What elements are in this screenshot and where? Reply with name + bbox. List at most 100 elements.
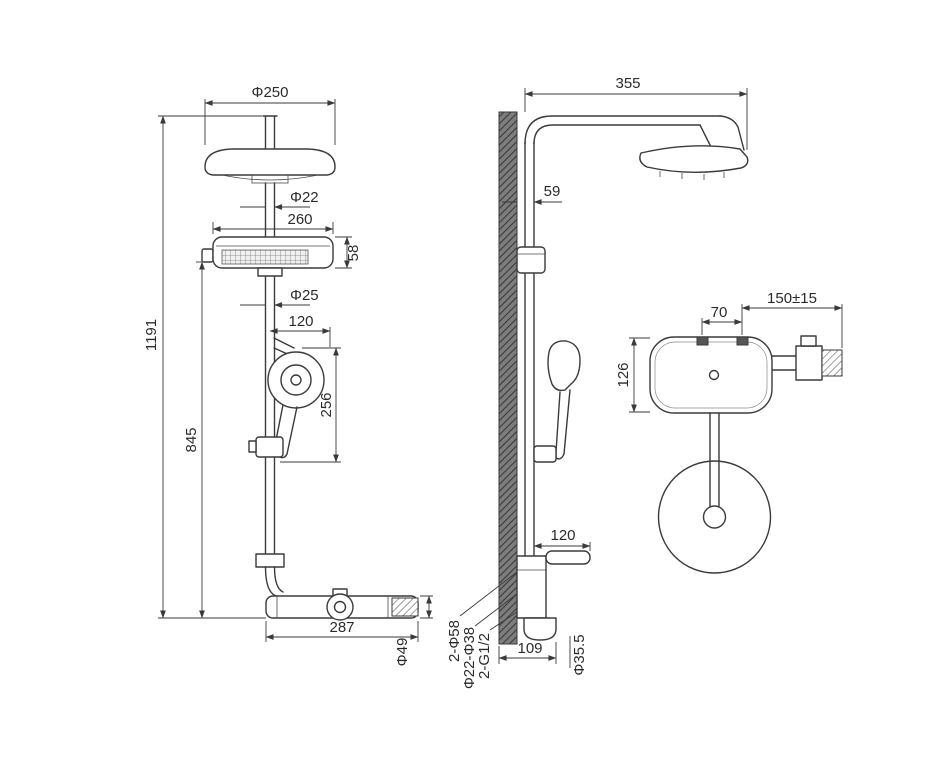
overhead-shower-top [657,412,772,574]
center-port [708,369,720,381]
shelf-front [201,236,334,277]
valve-body [795,345,823,381]
dim-shelf-height: 58 [335,236,362,269]
shelf-drain-grid [221,249,309,265]
dim-inlet-spacing: 70 [701,304,743,335]
dim-spout-diameter-side: Φ35.5 [569,634,588,676]
valve-circle-inner [333,600,347,614]
handset-handle-side [555,389,571,460]
mixer-lever [545,550,591,565]
dim-body-depth: 126 [615,337,650,413]
label-base-width: 287 [329,619,354,636]
elbow [264,566,284,597]
label-wall-clearance: 59 [544,183,561,200]
handset-head-outer [267,351,325,409]
label-slide-span: 256 [318,392,335,417]
dim-escutcheons: 2-Φ58 [446,571,518,662]
inlet-right [736,336,749,346]
head-stem [262,115,278,151]
label-body-depth: 126 [615,362,632,387]
dim-total-height: 1191 [143,115,266,619]
front-view: Φ250 1191 845 Φ22 260 58 Φ25 [143,84,433,666]
label-spout-diameter-side: Φ35.5 [571,634,588,675]
dim-lower-pipe-diameter: Φ25 [240,287,319,305]
dim-cover-range: Φ22-Φ38 [461,593,518,689]
valve-cap [800,335,817,347]
dim-thread-connections: 2-G1/2 [476,611,518,679]
arm-joint [699,115,745,151]
handset-head-center [290,374,302,386]
mixer-front [255,553,419,621]
label-shelf-width: 260 [287,211,312,228]
ext-lines [524,88,748,150]
handset-head-mid [280,364,312,396]
shelf-flange [257,267,283,277]
label-cover-range: Φ22-Φ38 [461,627,478,689]
label-upper-pipe-diameter: Φ22 [290,189,319,206]
handset-bracket-side [533,445,557,463]
slider-bracket [255,436,284,458]
dim-handle-reach: 120 [533,527,591,551]
head-circle-center [702,505,727,529]
label-inlet-spacing: 70 [711,304,728,321]
shelf-knob [201,248,214,263]
mixer-top [649,336,773,414]
head-face [221,174,319,181]
valve-circle [326,593,354,621]
slider-knob [248,440,257,453]
dim-wall-clearance: 59 [502,183,562,202]
riser-pipe-side [524,141,535,597]
mixer-body-inner [654,341,768,409]
pipe-nut [255,553,285,568]
mixer-side [516,550,591,641]
label-shelf-height: 58 [345,245,362,262]
head-body [204,148,336,176]
dim-handset-offset: 120 [269,313,331,347]
dim-shelf-width: 260 [212,211,334,234]
dim-spout-diameter-front: Φ49 [394,595,433,667]
dim-base-width: 287 [265,619,419,642]
overhead-shower-side [639,145,749,173]
ext-lines [629,337,650,413]
label-head-diameter: Φ250 [252,84,289,101]
handset-head-side [547,340,581,392]
leader-line [489,611,518,631]
ext-lines [420,595,433,619]
label-spout-diameter-front: Φ49 [394,638,411,667]
label-thread-connections: 2-G1/2 [476,633,493,679]
dim-arm-reach: 355 [524,75,748,150]
dim-bar-height: 845 [183,261,210,619]
dim-head-diameter: Φ250 [204,84,336,145]
inlet-left [696,336,709,346]
label-handset-offset: 120 [288,313,313,330]
label-handle-reach: 120 [550,527,575,544]
leader-line [474,593,518,627]
label-arm-reach: 355 [615,75,640,92]
valve-hatched-end [821,349,843,377]
wall-section [498,111,518,645]
shower-arm-side [524,115,749,180]
dim-upper-pipe-diameter: Φ22 [240,189,319,207]
outlet-valve-top [771,335,843,381]
label-inlet-distance-tolerance: 150±15 [767,290,817,307]
outlet-pipe [771,355,797,371]
side-view: 355 59 120 109 Φ35.5 2-Φ58 Φ22-Φ38 [446,75,749,689]
nozzle-ticks [659,171,725,180]
ext-lines [212,222,334,234]
down-pipe [709,412,720,507]
label-total-height: 1191 [143,319,160,351]
bar-hatched-end [391,597,419,617]
shelf-bracket-side [516,246,546,274]
ext-lines [204,99,336,145]
label-bar-height: 845 [183,427,200,452]
dim-inlet-distance-tolerance: 150±15 [741,290,843,348]
mixer-body-side [516,555,547,619]
dim-slide-span: 256 [280,347,341,463]
spout-side [523,617,557,641]
bracket-body [516,246,546,274]
label-lower-pipe-diameter: Φ25 [290,287,319,304]
dim-spout-reach: 109 [498,640,557,664]
leader-line [459,571,518,617]
